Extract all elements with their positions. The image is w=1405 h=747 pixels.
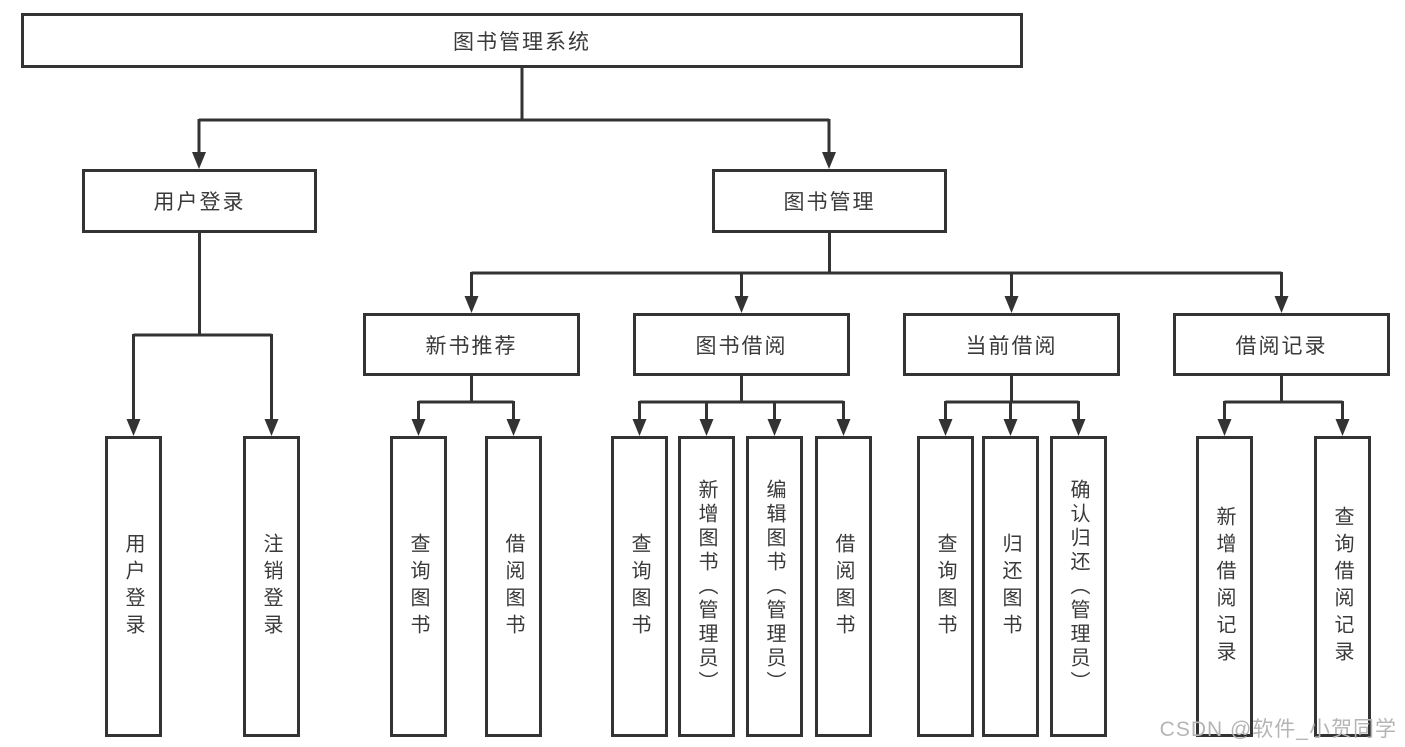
node-label: 用户登录 (122, 532, 144, 641)
node-label: 新增借阅记录 (1213, 505, 1235, 668)
node-label: 当前借阅 (965, 334, 1058, 358)
node-label: 新增图书（管理员） (695, 478, 717, 695)
leaf-user-login: 用户登录 (105, 436, 162, 737)
node-label: 借阅图书 (502, 532, 524, 641)
leaf-query-book-current: 查询图书 (917, 436, 974, 737)
leaf-borrow-book: 借阅图书 (815, 436, 872, 737)
leaf-query-book-borrow: 查询图书 (611, 436, 668, 737)
node-label: 归还图书 (999, 532, 1021, 641)
node-label: 查询借阅记录 (1331, 505, 1353, 668)
node-label: 查询图书 (628, 532, 650, 641)
node-label: 确认归还（管理员） (1067, 478, 1089, 695)
node-current-borrow: 当前借阅 (903, 313, 1120, 376)
node-label: 用户登录 (153, 191, 246, 214)
node-label: 图书管理 (783, 191, 876, 214)
leaf-logout: 注销登录 (243, 436, 300, 737)
node-label: 注销登录 (260, 532, 282, 641)
node-label: 借阅记录 (1235, 334, 1328, 358)
node-label: 图书管理系统 (453, 30, 591, 54)
csdn-watermark: CSDN @软件_小贺同学 (1159, 718, 1397, 741)
leaf-confirm-return-admin: 确认归还（管理员） (1050, 436, 1107, 737)
node-borrow-record: 借阅记录 (1173, 313, 1390, 376)
node-root-system: 图书管理系统 (21, 13, 1023, 68)
node-label: 编辑图书（管理员） (763, 478, 785, 695)
leaf-add-borrow-record: 新增借阅记录 (1196, 436, 1253, 737)
node-book-management: 图书管理 (712, 169, 947, 233)
leaf-query-borrow-record: 查询借阅记录 (1314, 436, 1371, 737)
node-book-borrow: 图书借阅 (633, 313, 850, 376)
leaf-add-book-admin: 新增图书（管理员） (678, 436, 735, 737)
node-label: 借阅图书 (832, 532, 854, 641)
node-user-login: 用户登录 (82, 169, 317, 233)
leaf-borrow-book-recommend: 借阅图书 (485, 436, 542, 737)
node-label: 查询图书 (407, 532, 429, 641)
leaf-return-book: 归还图书 (982, 436, 1039, 737)
node-new-book-recommend: 新书推荐 (363, 313, 580, 376)
node-label: 图书借阅 (695, 334, 788, 358)
node-label: 查询图书 (934, 532, 956, 641)
leaf-query-book-recommend: 查询图书 (390, 436, 447, 737)
leaf-edit-book-admin: 编辑图书（管理员） (746, 436, 803, 737)
node-label: 新书推荐 (425, 334, 518, 358)
